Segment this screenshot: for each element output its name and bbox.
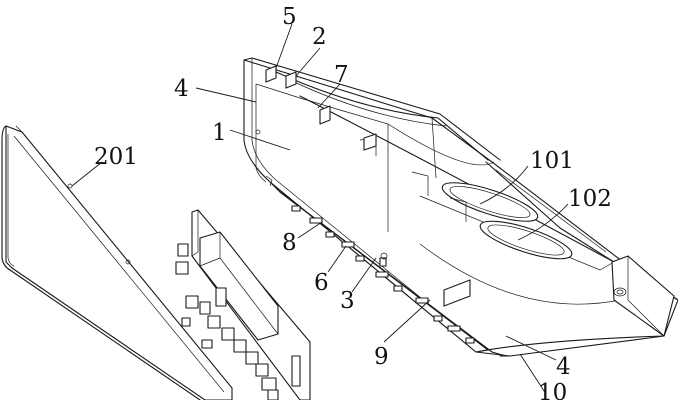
callout-labels: 5 2 7 4 1 201 101 102 8 6 3 9 4 10 (94, 4, 612, 400)
callout-8: 8 (282, 230, 297, 256)
callout-201: 201 (94, 144, 138, 170)
callout-9: 9 (374, 344, 389, 370)
callout-3: 3 (340, 288, 355, 314)
circuit-board (175, 209, 311, 400)
callout-4-bottom: 4 (556, 354, 571, 380)
main-housing (243, 57, 678, 357)
callout-2: 2 (312, 24, 327, 50)
callout-4-top: 4 (174, 76, 189, 102)
callout-10: 10 (538, 380, 567, 400)
callout-6: 6 (314, 270, 329, 296)
front-cover-panel (1, 125, 233, 400)
callout-5: 5 (282, 4, 297, 30)
callout-101: 101 (530, 148, 574, 174)
leader-lines (71, 23, 569, 395)
callout-7: 7 (334, 62, 349, 88)
callout-1: 1 (212, 120, 227, 146)
callout-102: 102 (568, 186, 612, 212)
bottom-tab-row (291, 205, 475, 344)
